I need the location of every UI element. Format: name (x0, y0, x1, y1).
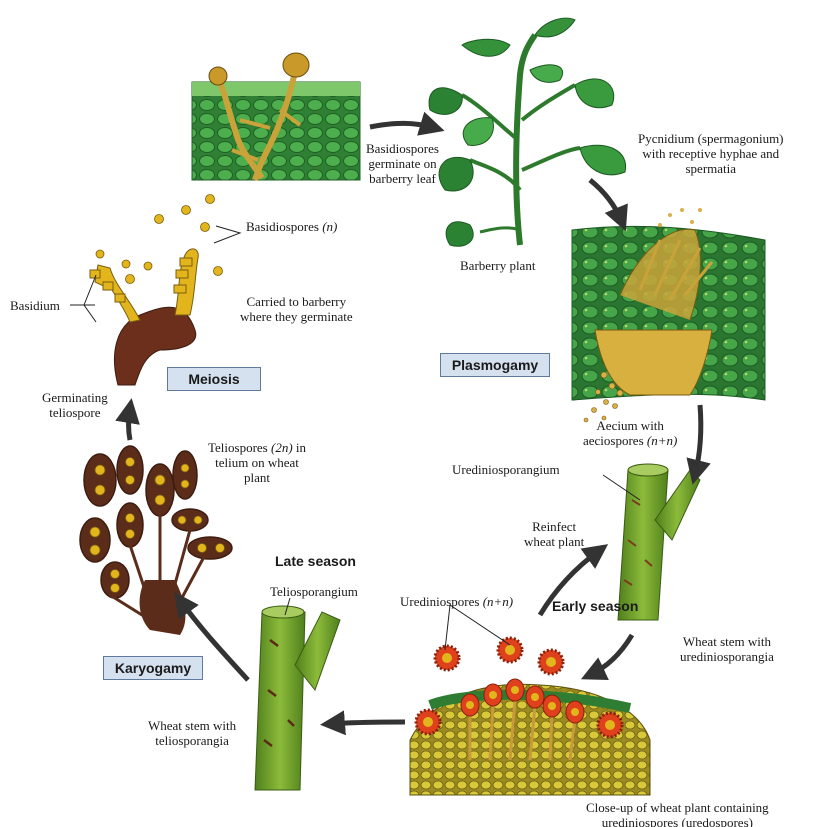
label-closeup: Close-up of wheat plant containing uredi… (586, 800, 769, 827)
stage-karyogamy: Karyogamy (103, 656, 203, 680)
label-teliosporangium: Teliosporangium (270, 584, 358, 599)
label-germinating-teliospore: Germinating teliospore (42, 390, 108, 420)
uredinium-closeup (410, 679, 650, 795)
aecium-section (572, 208, 765, 422)
barberry-plant (429, 18, 626, 246)
label-urediniosporangium: Urediniosporangium (452, 462, 560, 477)
arrow-icon (129, 408, 131, 440)
arrow-icon (590, 635, 632, 675)
label-basidium: Basidium (10, 298, 60, 313)
label-urediniospores: Urediniospores (n+n) (400, 594, 513, 609)
label-wheat-stem-telio: Wheat stem with teliosporangia (148, 718, 236, 748)
label-aecium: Aecium with aeciospores (n+n) (583, 418, 677, 448)
germinating-teliospore (90, 249, 198, 385)
label-basidiospores-germinate: Basidiospores germinate on barberry leaf (366, 141, 439, 186)
stage-plasmogamy: Plasmogamy (440, 353, 550, 377)
arrow-icon (695, 405, 701, 475)
label-basidiospores: Basidiospores (n) (246, 219, 337, 234)
arrow-icon (590, 180, 622, 222)
label-wheat-stem-uredinio: Wheat stem with urediniosporangia (680, 634, 774, 664)
arrow-icon (370, 123, 435, 128)
label-carried-to-barberry: Carried to barberry where they germinate (240, 294, 353, 324)
wheat-stem-telio (255, 606, 340, 790)
stage-meiosis: Meiosis (167, 367, 261, 391)
basidiospores (96, 195, 223, 284)
barberry-leaf-section (192, 53, 360, 180)
label-teliospores: Teliospores (2n) in telium on wheat plan… (208, 440, 306, 485)
season-late: Late season (275, 553, 356, 569)
label-barberry-plant: Barberry plant (460, 258, 535, 273)
arrow-icon (330, 722, 405, 724)
wheat-stem-uredinio (618, 464, 700, 620)
label-reinfect: Reinfect wheat plant (524, 519, 584, 549)
label-pycnidium: Pycnidium (spermagonium) with receptive … (638, 131, 784, 176)
season-early: Early season (552, 598, 638, 614)
